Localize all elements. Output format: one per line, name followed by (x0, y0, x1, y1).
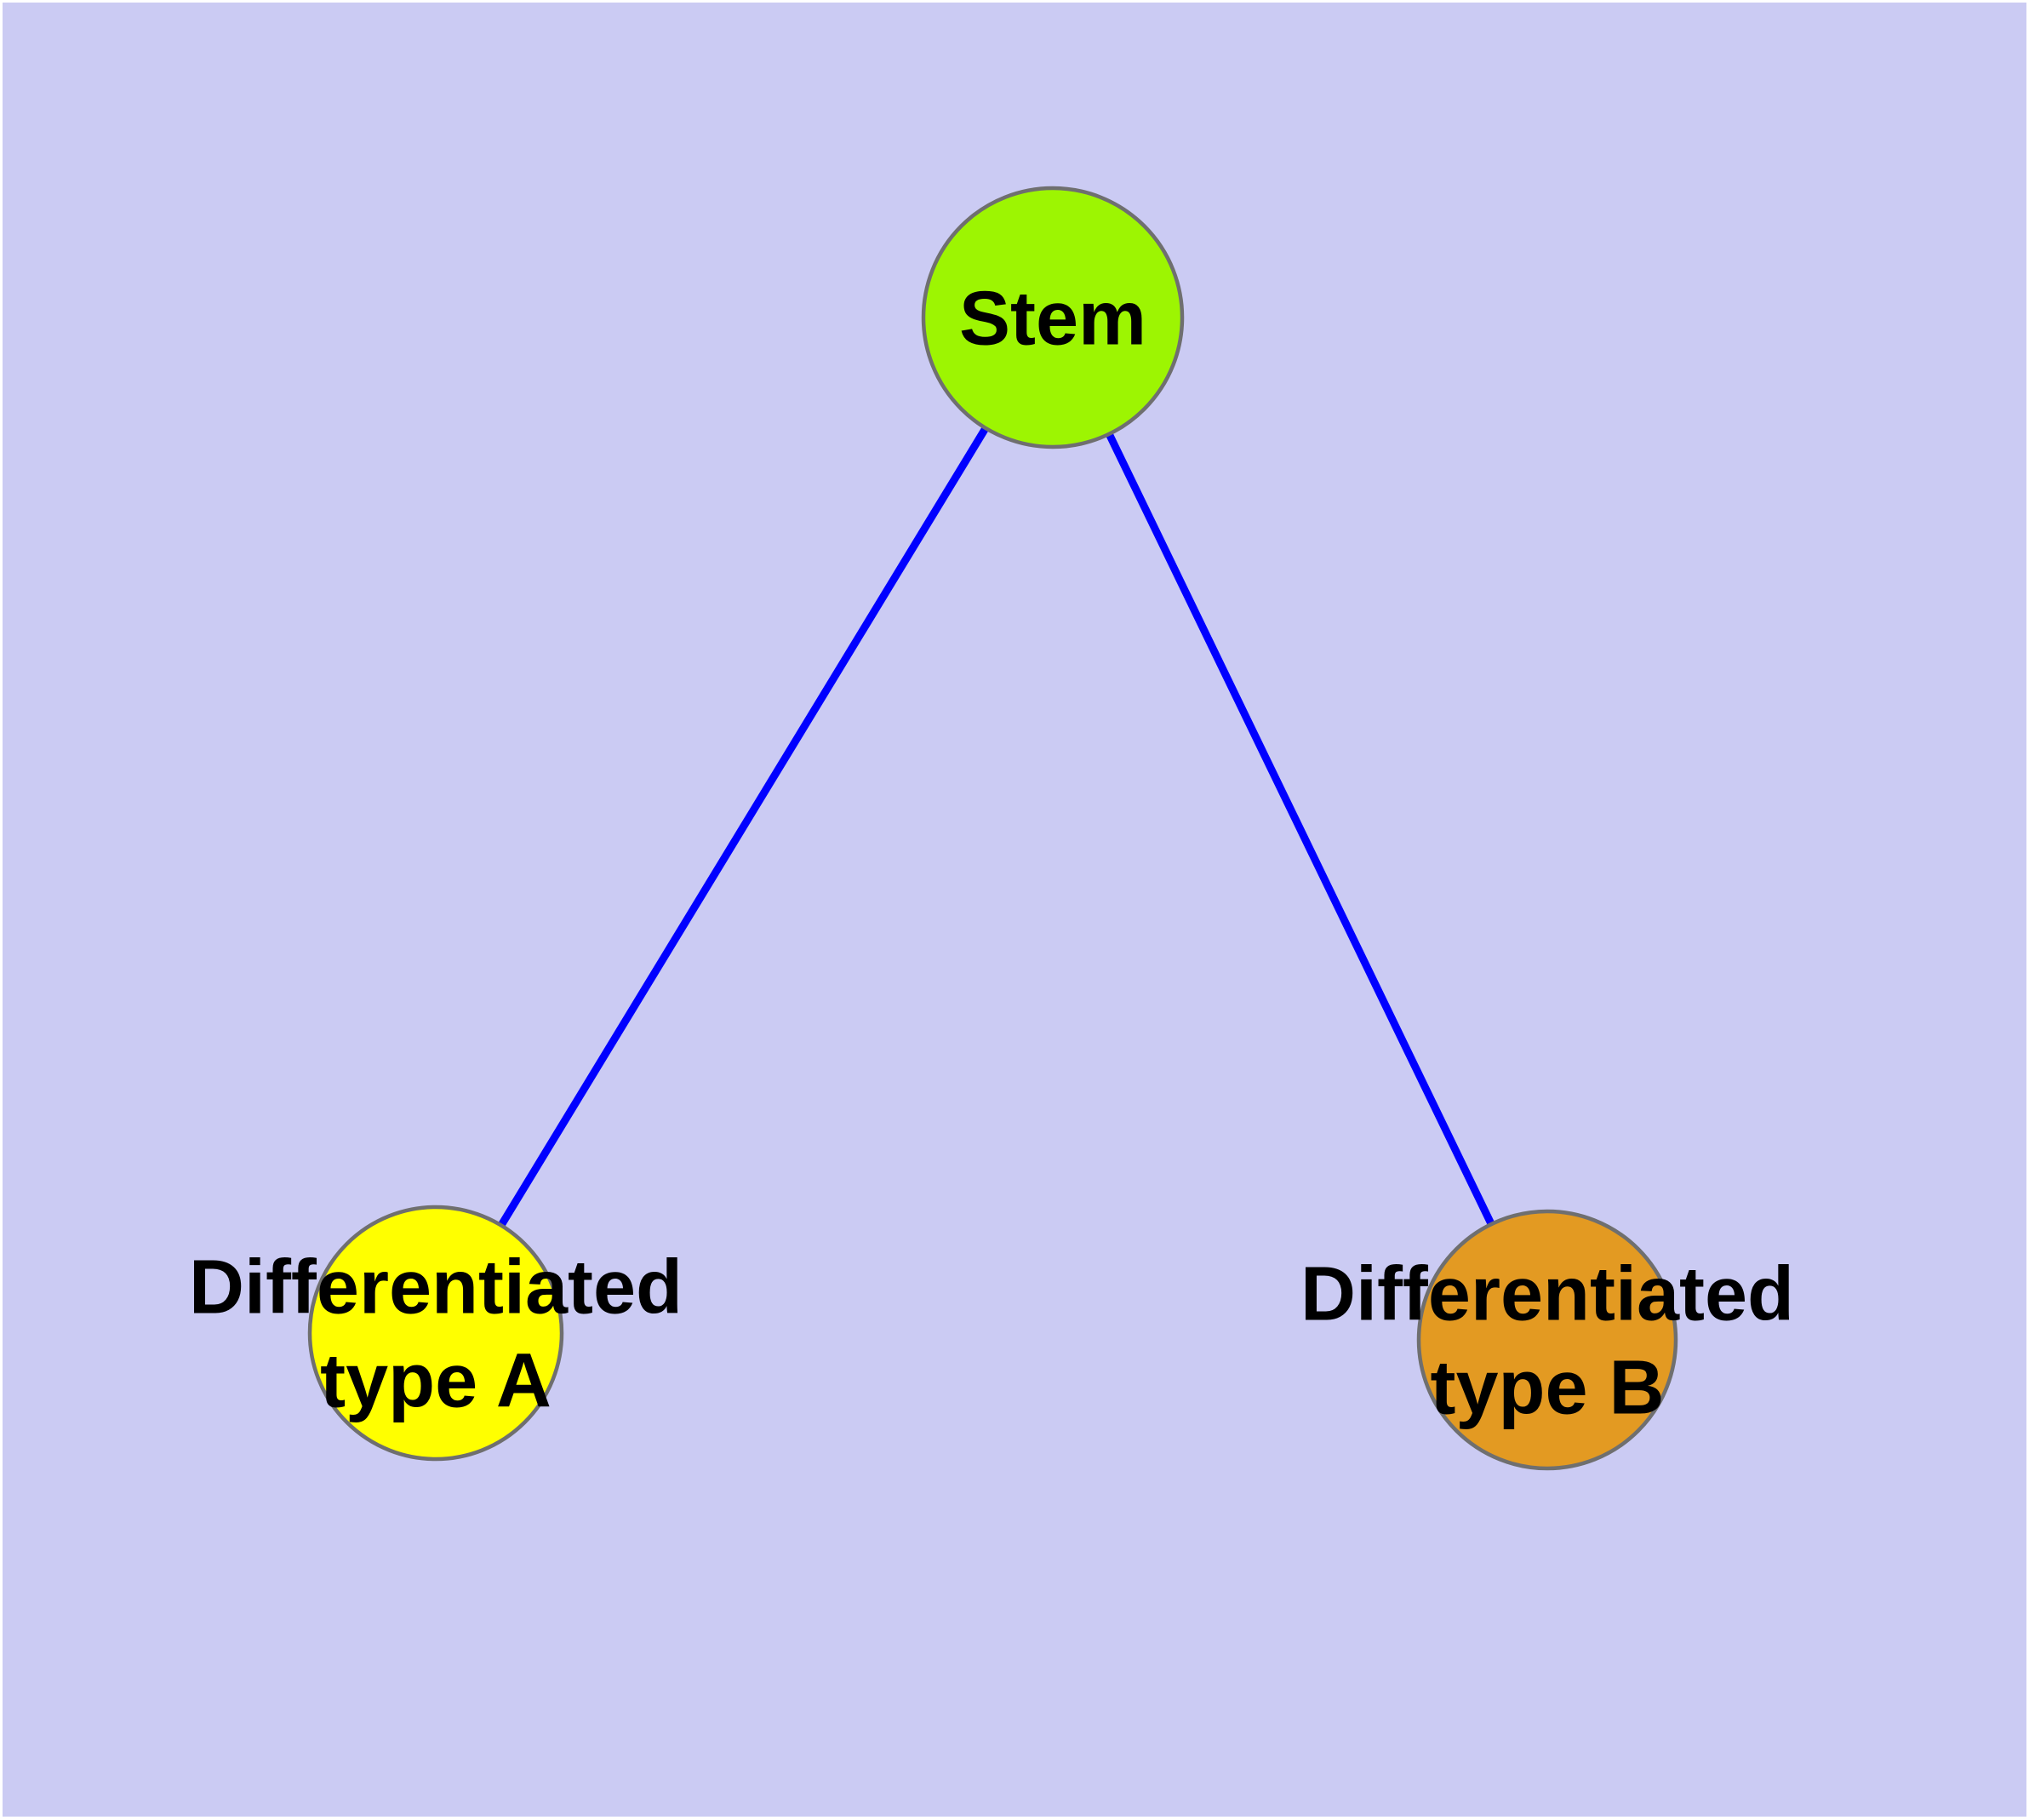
node-differentiated-type-a-label-line-1: Differentiated (189, 1245, 683, 1331)
node-differentiated-type-a-circle (307, 1205, 564, 1462)
node-differentiated-type-b-circle (1416, 1209, 1678, 1471)
node-differentiated-type-a-label-line-2: type A (320, 1339, 552, 1424)
edge-layer (432, 315, 1552, 1342)
node-stem-label: Stem (959, 277, 1146, 362)
node-stem-circle (921, 186, 1185, 449)
node-differentiated-type-b-label: Differentiated type B (1300, 1252, 1794, 1431)
node-differentiated-type-b-label-line-2: type B (1430, 1346, 1664, 1431)
node-stem-label-line-1: Stem (959, 277, 1146, 362)
edge-stem-to-differentiated-type-b (1049, 316, 1552, 1342)
edge-stem-to-differentiated-type-a (432, 315, 1056, 1336)
node-stem: Stem (921, 186, 1185, 449)
node-differentiated-type-b-label-line-1: Differentiated (1300, 1252, 1794, 1337)
node-differentiated-type-b: Differentiated type B (1300, 1209, 1794, 1471)
